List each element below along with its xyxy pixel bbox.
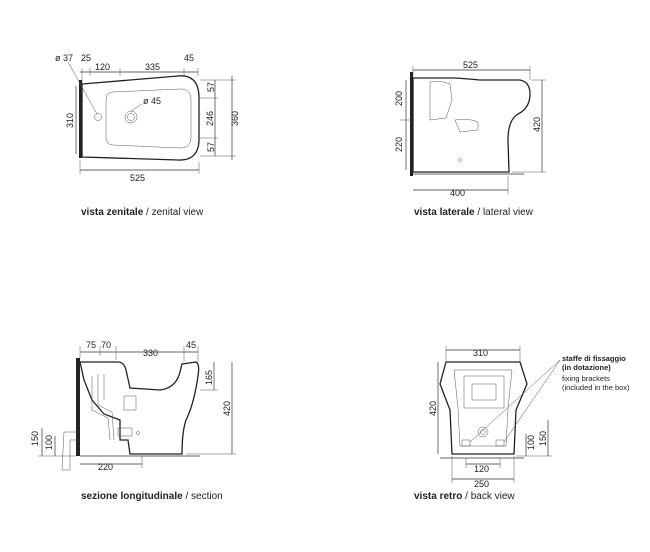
dim-sec-220: 220 bbox=[98, 462, 113, 472]
dim-sec-165: 165 bbox=[204, 370, 214, 385]
dim-back-120: 120 bbox=[474, 464, 489, 474]
caption-top-view-rest: / zenital view bbox=[143, 207, 204, 218]
dim-side-220: 220 bbox=[394, 137, 404, 152]
dim-back-310: 310 bbox=[473, 348, 488, 358]
dim-back-250: 250 bbox=[474, 479, 489, 489]
dim-top-335: 335 bbox=[145, 62, 160, 72]
caption-top-view: vista zenitale / zenital view bbox=[81, 207, 203, 218]
note-brackets-it-1: staffe di fissaggio bbox=[562, 354, 626, 363]
dim-top-310: 310 bbox=[65, 113, 75, 128]
dim-top-25: 25 bbox=[81, 53, 91, 63]
dim-top-hole: ø 37 bbox=[55, 53, 73, 63]
caption-back-view-bold: vista retro bbox=[414, 491, 463, 502]
dim-top-drain: ø 45 bbox=[143, 96, 161, 106]
dim-back-420: 420 bbox=[428, 401, 438, 416]
top-view-drawing: ø 37 25 120 335 45 57 246 57 360 310 ø 4… bbox=[55, 53, 240, 183]
dim-top-57a: 57 bbox=[206, 82, 216, 92]
dim-side-525: 525 bbox=[463, 60, 478, 70]
caption-side-view: vista laterale / lateral view bbox=[414, 207, 533, 218]
dim-side-420: 420 bbox=[532, 117, 542, 132]
dim-back-100: 100 bbox=[526, 435, 536, 450]
dim-sec-75: 75 bbox=[86, 340, 96, 350]
note-brackets-it-2: (in dotazione) bbox=[562, 363, 611, 372]
caption-section-bold: sezione longitudinale bbox=[81, 491, 183, 502]
caption-section: sezione longitudinale / section bbox=[81, 491, 223, 502]
dim-top-246: 246 bbox=[205, 111, 215, 126]
caption-section-rest: / section bbox=[182, 491, 223, 502]
dim-side-200: 200 bbox=[394, 91, 404, 106]
dim-sec-420: 420 bbox=[222, 401, 232, 416]
dim-top-525: 525 bbox=[130, 173, 145, 183]
dim-sec-150: 150 bbox=[30, 431, 40, 446]
note-brackets-en-2: (included in the box) bbox=[562, 383, 630, 392]
dim-top-120: 120 bbox=[95, 62, 110, 72]
dim-side-400: 400 bbox=[450, 188, 465, 198]
caption-back-view: vista retro / back view bbox=[414, 491, 515, 502]
side-view-drawing: 525 200 220 420 400 bbox=[394, 60, 546, 198]
section-drawing: 75 70 330 45 165 420 150 100 220 bbox=[30, 340, 236, 472]
dim-top-57b: 57 bbox=[206, 142, 216, 152]
caption-top-view-bold: vista zenitale bbox=[81, 207, 144, 218]
dim-back-150: 150 bbox=[538, 431, 548, 446]
note-brackets-en-1: fixing brackets bbox=[562, 374, 610, 383]
dim-top-360: 360 bbox=[230, 111, 240, 126]
dim-sec-330: 330 bbox=[143, 348, 158, 358]
caption-side-view-rest: / lateral view bbox=[474, 207, 533, 218]
back-view-drawing: 310 420 100 150 120 250 staffe di fissag… bbox=[428, 346, 630, 489]
dim-sec-100: 100 bbox=[44, 435, 54, 450]
dim-sec-70: 70 bbox=[101, 340, 111, 350]
caption-side-view-bold: vista laterale bbox=[414, 207, 475, 218]
dim-sec-45: 45 bbox=[186, 340, 196, 350]
dim-top-45: 45 bbox=[184, 53, 194, 63]
caption-back-view-rest: / back view bbox=[462, 491, 515, 502]
